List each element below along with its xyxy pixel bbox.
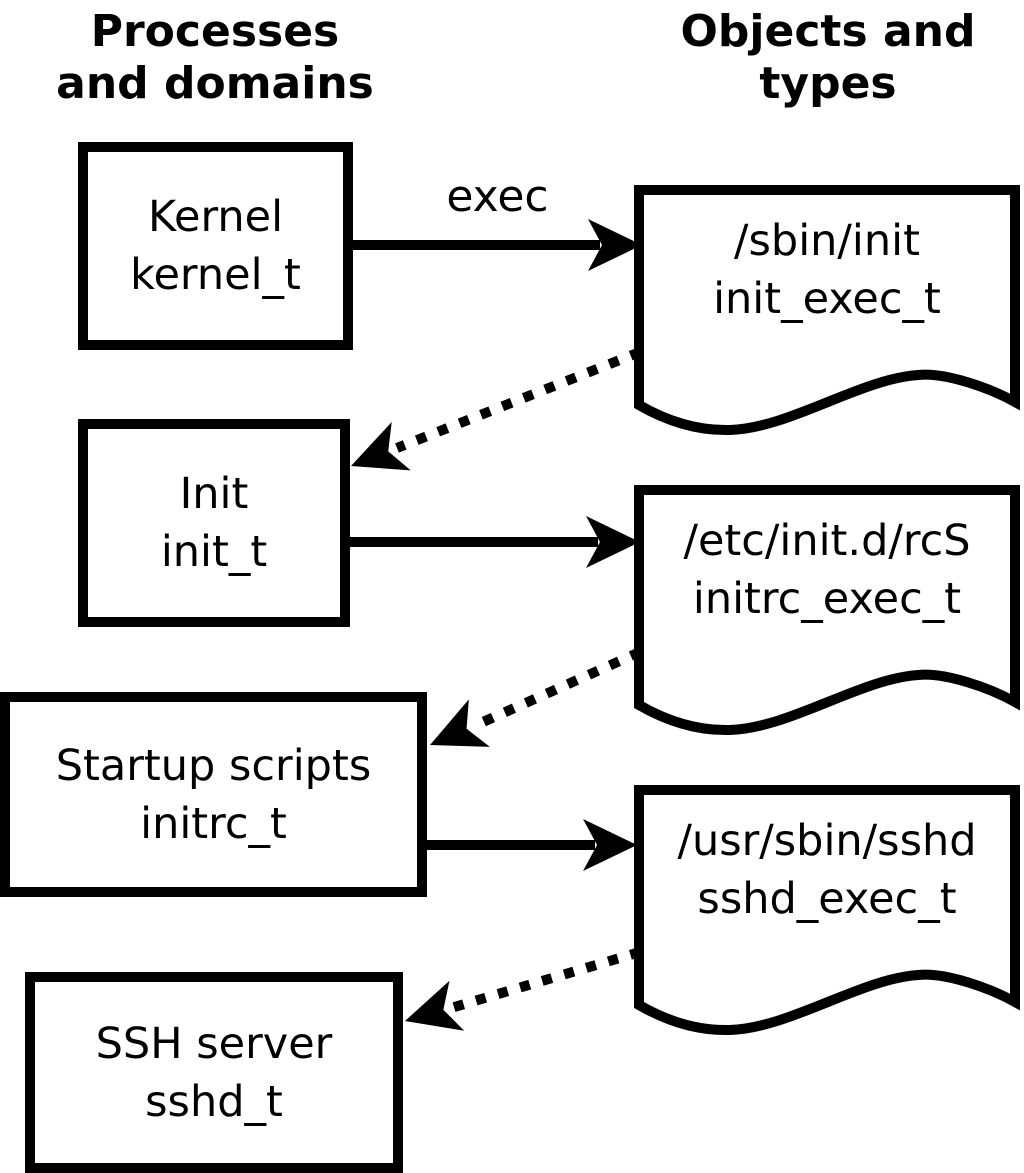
solid-arrow-kernel-to-sbin-init xyxy=(353,219,642,271)
document-shape-usr-sbin-sshd xyxy=(634,785,1020,1036)
solid-arrow-init-to-rcs xyxy=(350,516,640,568)
header-line: Objects and xyxy=(680,6,976,57)
dotted-arrow-rcs-to-initrc-domain xyxy=(430,647,643,747)
document-label-usr-sbin-sshd: /usr/sbin/sshd sshd_exec_t xyxy=(639,812,1015,928)
process-name: SSH server xyxy=(95,1018,333,1069)
process-domain: initrc_t xyxy=(140,798,287,849)
process-name: Kernel xyxy=(147,192,284,242)
process-domain: sshd_t xyxy=(145,1076,283,1127)
exec-arrow-label: exec xyxy=(446,171,549,222)
process-name: Startup scripts xyxy=(55,740,372,791)
object-path: /sbin/init xyxy=(734,216,920,266)
object-type: sshd_exec_t xyxy=(697,874,957,924)
header-line: types xyxy=(759,58,897,109)
dotted-arrow-sshd-to-sshd-domain xyxy=(405,947,642,1031)
solid-arrow-initrc-to-sshd xyxy=(421,819,637,871)
object-type: initrc_exec_t xyxy=(692,574,962,624)
column-header-objects: Objects and types xyxy=(633,6,1023,110)
document-label-sbin-init: /sbin/init init_exec_t xyxy=(639,212,1015,328)
header-line: Processes xyxy=(90,6,340,57)
object-type: init_exec_t xyxy=(713,274,941,324)
object-path: /etc/init.d/rcS xyxy=(683,516,971,566)
object-path: /usr/sbin/sshd xyxy=(677,816,977,866)
process-box-init: Init init_t xyxy=(78,419,350,627)
process-box-ssh-server: SSH server sshd_t xyxy=(25,972,403,1173)
document-shape-etc-initd-rcs xyxy=(634,485,1020,736)
dotted-arrow-sbin-init-to-init-domain xyxy=(351,347,642,471)
column-header-processes: Processes and domains xyxy=(20,6,410,110)
process-box-kernel: Kernel kernel_t xyxy=(78,142,353,350)
process-domain: init_t xyxy=(160,527,268,577)
process-domain: kernel_t xyxy=(130,250,301,300)
document-shape-sbin-init xyxy=(634,185,1020,436)
document-label-etc-initd-rcs: /etc/init.d/rcS initrc_exec_t xyxy=(639,512,1015,628)
process-name: Init xyxy=(179,469,249,519)
process-box-startup-scripts: Startup scripts initrc_t xyxy=(0,692,427,897)
header-line: and domains xyxy=(56,58,374,109)
